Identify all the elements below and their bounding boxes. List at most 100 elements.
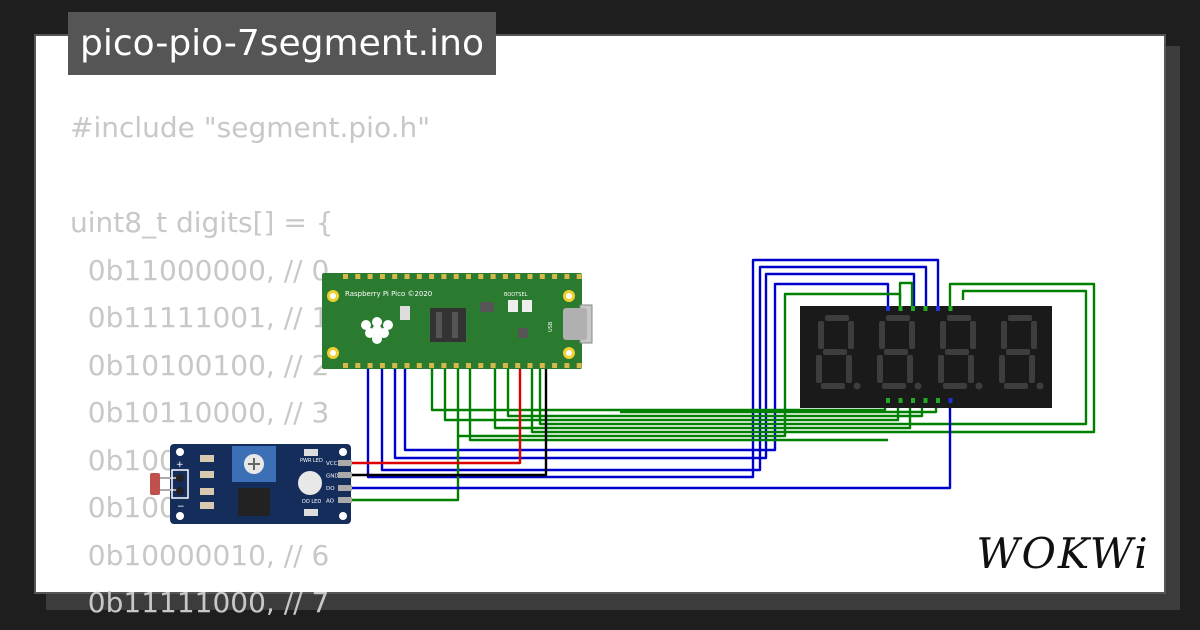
wire-blue-2 [380,265,928,472]
digit [877,315,922,390]
wire-blue-5 [350,400,952,490]
digit [999,315,1044,390]
sensor-pin-label: DO [326,486,335,492]
segment [999,355,1005,383]
display-pin [898,398,903,403]
wire-black [350,368,548,477]
pico-pin [355,363,361,368]
pico-pin [379,363,385,368]
wire-green-top [898,281,914,308]
pico-pin [392,363,398,368]
decimal-point [914,382,922,390]
pico-pin [515,363,521,368]
pico-pin [564,274,570,279]
pico-pin [429,363,435,368]
sensor-pin-label: VCC [326,461,338,467]
pico-pin [367,274,373,279]
segment [879,321,885,349]
pico-pin [527,274,533,279]
pico-pin [343,363,348,368]
pico-pin [466,274,471,279]
pico-board[interactable]: Raspberry Pi Pico ©2020 BOOTSEL USB [322,273,593,369]
page-title: pico-pio-7segment.ino [68,12,496,75]
digit [816,315,861,390]
pico-pin [527,363,533,368]
pico-pin [441,274,447,279]
display-pin [898,306,903,311]
display-digits [816,315,1044,390]
display-pin [948,306,953,311]
display-pin [923,306,928,311]
sensor-pin-label: GND [326,474,339,480]
display-pin [886,398,890,403]
pico-pin [441,363,447,368]
code-line: 0b10110000, // 3 [70,396,330,429]
wokwi-logo: WOKWi [976,529,1149,578]
code-line: uint8_t digits[] = { [70,206,334,239]
segment [821,383,845,389]
display-pin [936,306,940,311]
display-pin [923,398,928,403]
display-top-pins [886,306,953,311]
segment [909,321,915,349]
segment [940,321,946,349]
pico-pin [392,274,398,279]
pico-pin [552,274,558,279]
decimal-point [1036,382,1044,390]
segment [1008,315,1032,321]
pico-pin [576,363,582,368]
segment [848,321,854,349]
pwr-led-label: PWR LED [300,458,323,464]
segment [938,355,944,383]
segment [1029,355,1035,383]
pico-pin [564,363,570,368]
pico-pin [429,274,435,279]
segment [968,355,974,383]
wire-green-3 [468,368,888,442]
sensor-pins [338,460,352,503]
pico-bottom-pins [343,363,582,368]
led-icon [298,471,322,495]
pico-pin [490,274,496,279]
wire-green-2 [443,368,900,422]
pico-pin [478,274,484,279]
seven-segment-display[interactable] [800,306,1052,408]
segment [947,315,971,321]
pico-pin [576,274,582,279]
segment [877,355,883,383]
pico-silkscreen: Raspberry Pi Pico ©2020 [345,290,432,298]
bootsel-label: BOOTSEL [504,292,528,298]
usb-label: USB [548,321,554,332]
segment [886,315,910,321]
display-pin [911,306,915,311]
wire-green-5 [530,282,1096,434]
pico-pin [379,274,385,279]
svg-text:+: + [176,460,184,470]
segment [945,349,969,355]
pico-pin [539,363,545,368]
pico-top-pins [343,274,582,279]
display-pin [911,398,915,403]
pico-pin [416,274,422,279]
display-pin [948,398,953,403]
display-pin [886,306,890,311]
wire-green-ao [350,436,460,502]
segment [943,383,967,389]
digit [938,315,983,390]
decimal-point [975,382,983,390]
pico-pin [466,363,471,368]
wire-blue-1 [366,258,940,479]
pico-pin [416,363,422,368]
pico-pin [502,274,508,279]
wire-blue-3 [393,272,916,460]
segment [907,355,913,383]
pico-pin [453,274,459,279]
pico-pin [404,363,410,368]
display-pin [936,398,940,403]
segment [1001,321,1007,349]
sensor-pin-label: AO [326,499,335,505]
pico-pin [453,363,459,368]
display-bottom-pins [886,398,953,403]
pico-pin [502,363,508,368]
